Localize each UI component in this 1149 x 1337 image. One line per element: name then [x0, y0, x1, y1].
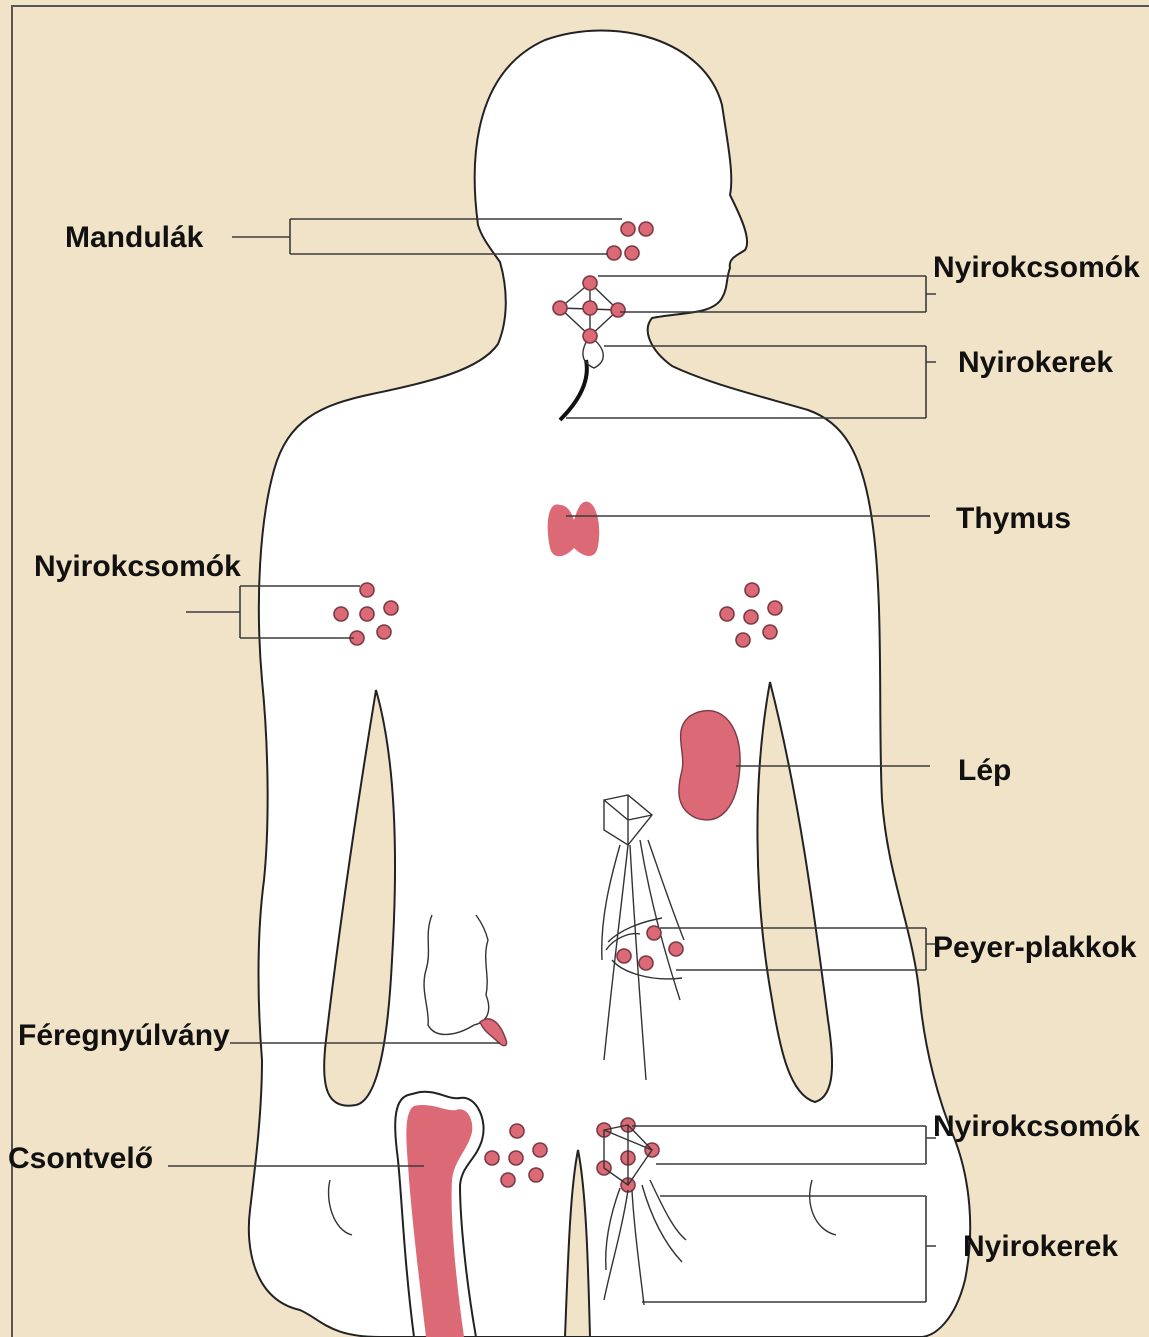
groin-node	[529, 1168, 543, 1182]
axillary-node	[763, 625, 777, 639]
neck-node	[583, 276, 597, 290]
axillary-node	[744, 610, 758, 624]
groin-node	[501, 1173, 515, 1187]
peyer-node	[669, 942, 683, 956]
label-neck-vessels: Nyirokerek	[958, 346, 1113, 379]
axillary-node	[768, 601, 782, 615]
label-axillary-nodes: Nyirokcsomók	[34, 550, 241, 583]
tonsil-node	[639, 222, 653, 236]
neck-node	[583, 301, 597, 315]
groin-node	[509, 1151, 523, 1165]
tonsil-node	[621, 222, 635, 236]
peyer-node	[639, 956, 653, 970]
label-marrow: Csontvelő	[8, 1142, 153, 1175]
label-groin-nodes: Nyirokcsomók	[933, 1110, 1140, 1143]
label-groin-vessels: Nyirokerek	[963, 1230, 1118, 1263]
label-neck-nodes: Nyirokcsomók	[933, 251, 1140, 284]
axillary-node	[377, 625, 391, 639]
axillary-node	[745, 583, 759, 597]
body-silhouette	[249, 30, 970, 1337]
axillary-node	[736, 633, 750, 647]
tonsil-node	[607, 246, 621, 260]
label-peyer: Peyer-plakkok	[933, 931, 1137, 964]
axillary-node	[360, 607, 374, 621]
peyer-node	[647, 926, 661, 940]
axillary-node	[360, 583, 374, 597]
axillary-node	[720, 607, 734, 621]
neck-node	[611, 303, 625, 317]
label-appendix: Féregnyúlvány	[18, 1019, 230, 1052]
groin-node	[510, 1124, 524, 1138]
peyer-node	[617, 949, 631, 963]
tonsil-node	[625, 246, 639, 260]
groin-node	[533, 1143, 547, 1157]
axillary-node	[334, 607, 348, 621]
axillary-node	[384, 601, 398, 615]
neck-node	[553, 301, 567, 315]
label-spleen: Lép	[958, 754, 1011, 787]
groin-node	[485, 1151, 499, 1165]
neck-node	[583, 329, 597, 343]
label-tonsils: Mandulák	[65, 221, 204, 254]
spleen-organ	[679, 711, 740, 820]
label-thymus: Thymus	[956, 502, 1071, 535]
